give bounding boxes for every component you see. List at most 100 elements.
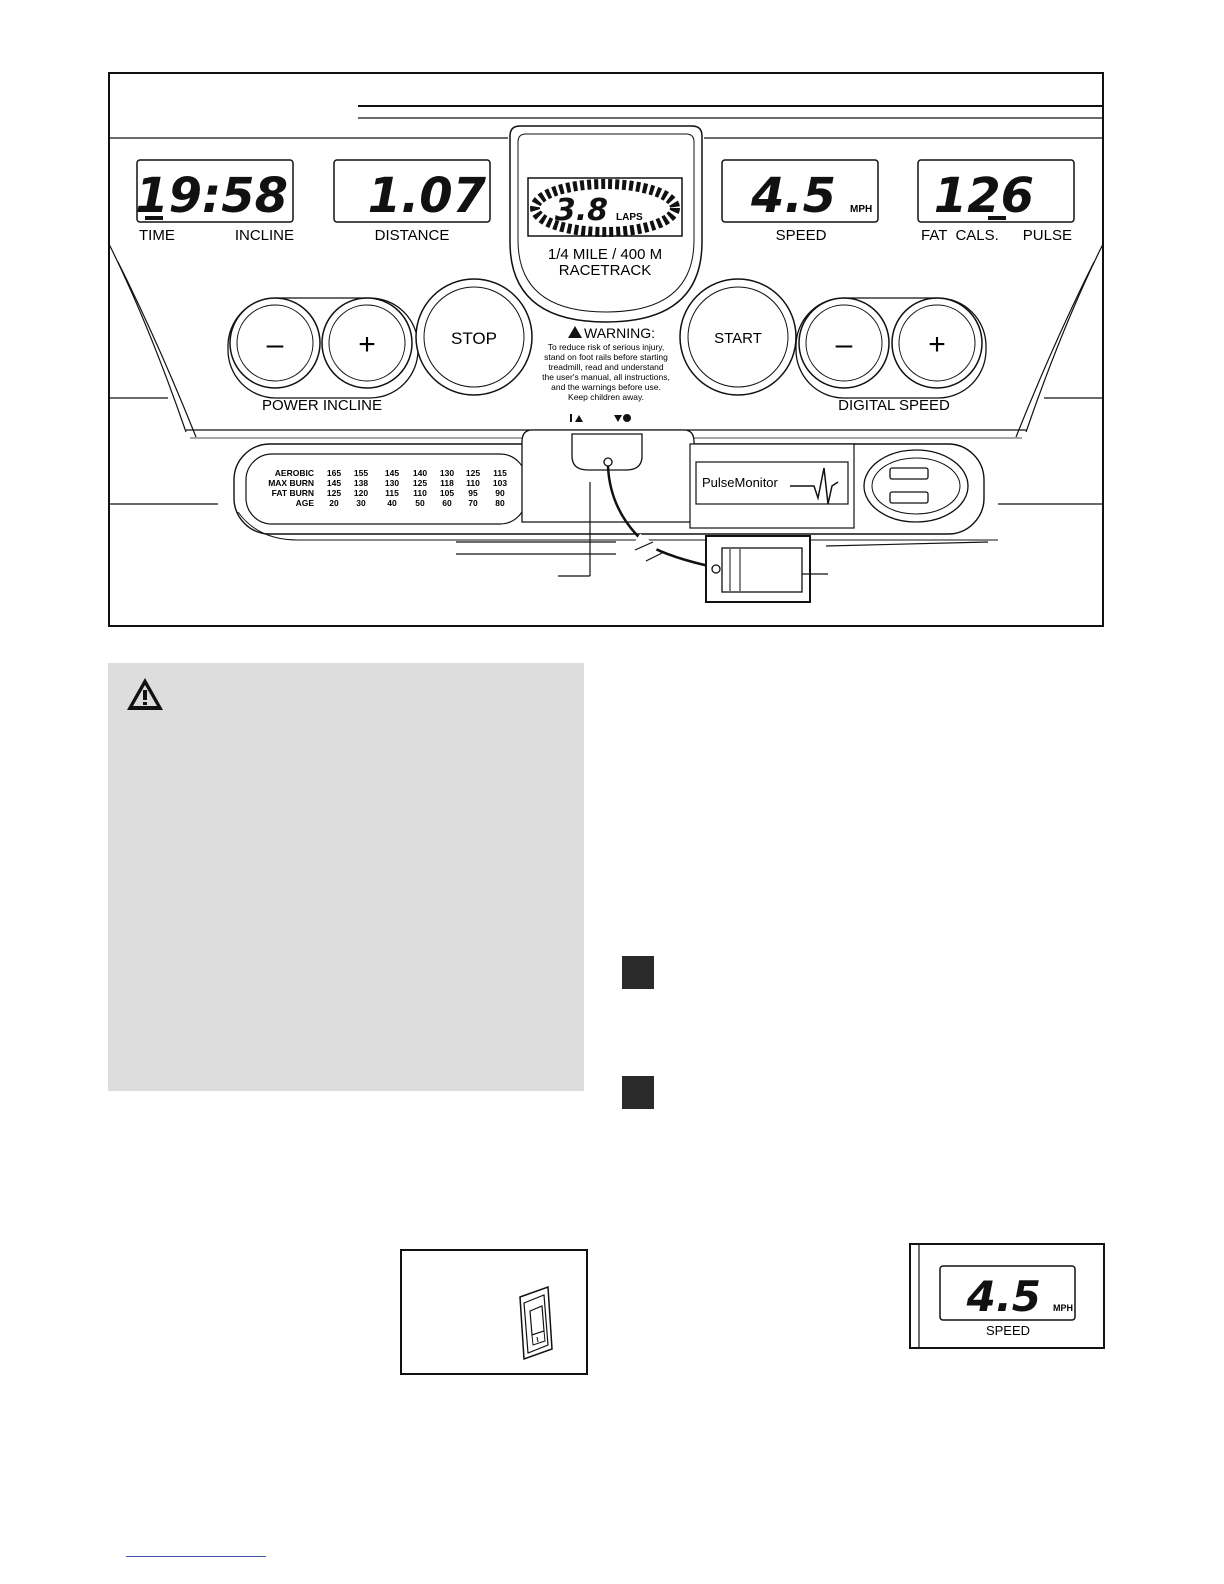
speed-unit: MPH (850, 204, 872, 215)
console-warning-title: WARNING: (584, 325, 655, 341)
speed-plus-glyph: + (928, 328, 946, 361)
speed-minus-glyph: – (836, 328, 853, 361)
hr-row-label-aerobic: AEROBIC (275, 468, 314, 478)
stop-button[interactable]: STOP (415, 278, 533, 396)
hr-cell: 50 (415, 498, 425, 508)
hr-cell: 115 (493, 468, 507, 478)
hr-cell: 40 (387, 498, 397, 508)
power-switch-figure (400, 1249, 588, 1375)
track-caption-line1: 1/4 MILE / 400 M (548, 246, 662, 263)
distance-display: 1.07 DISTANCE (333, 159, 491, 244)
hr-values-maxburn: 145 138 130 125 118 110 103 (327, 478, 507, 488)
incline-minus-glyph: – (267, 328, 284, 361)
incline-label: INCLINE (235, 227, 294, 244)
hr-cell: 115 (385, 488, 399, 498)
distance-label: DISTANCE (375, 227, 450, 244)
pulse-sensor[interactable] (863, 449, 969, 523)
hr-cell: 125 (466, 468, 480, 478)
hr-cell: 103 (493, 478, 507, 488)
step-number-marker (622, 1076, 654, 1109)
warning-triangle-icon (568, 326, 582, 338)
laps-value: 3.8 (555, 193, 608, 228)
incline-decrease-button[interactable]: – (229, 297, 321, 389)
fat-cals-label: FAT CALS. (921, 227, 999, 244)
key-clip (705, 535, 811, 603)
speed-label: SPEED (776, 227, 827, 244)
laps-unit: LAPS (616, 212, 643, 223)
power-switch-icon (519, 1285, 553, 1361)
hr-cell: 125 (327, 488, 341, 498)
hr-cell: 95 (468, 488, 478, 498)
fat-cals-pulse-display: 126 FAT CALS. PULSE (917, 159, 1075, 244)
speed-value: 4.5 (750, 168, 836, 224)
speed-button-group: – + DIGITAL SPEED (795, 297, 987, 414)
speed-inset-label: SPEED (986, 1323, 1030, 1338)
pulse-label: PULSE (1023, 227, 1072, 244)
hr-cell: 145 (385, 468, 399, 478)
heart-rate-chart: AEROBIC MAX BURN FAT BURN AGE 165 155 14… (268, 468, 507, 508)
start-button[interactable]: START (679, 278, 797, 396)
hr-values-aerobic: 165 155 145 140 130 125 115 (327, 468, 507, 478)
heartbeat-icon (790, 467, 839, 505)
console-figure: 19:58 TIME INCLINE 1.07 DISTANCE 4.5 MPH… (108, 72, 1104, 627)
hr-cell: 105 (440, 488, 454, 498)
time-incline-display: 19:58 TIME INCLINE (135, 159, 294, 244)
hr-cell: 20 (329, 498, 339, 508)
hr-row-label-age: AGE (296, 498, 315, 508)
hr-cell: 60 (442, 498, 452, 508)
speed-display: 4.5 MPH SPEED (721, 159, 879, 244)
hr-row-label-fatburn: FAT BURN (272, 488, 314, 498)
hr-cell: 80 (495, 498, 505, 508)
time-label: TIME (139, 227, 175, 244)
start-label: START (714, 330, 762, 347)
speed-decrease-button[interactable]: – (798, 297, 890, 389)
stop-label: STOP (451, 329, 497, 348)
hr-row-label-maxburn: MAX BURN (268, 478, 314, 488)
hr-values-age: 20 30 40 50 60 70 80 (329, 498, 505, 508)
key-receptacle-icons (570, 414, 631, 422)
hr-cell: 125 (413, 478, 427, 488)
hr-cell: 30 (356, 498, 366, 508)
hr-cell: 110 (413, 488, 427, 498)
hr-cell: 110 (466, 478, 480, 488)
warning-line-4: the user's manual, all instructions, (542, 372, 670, 382)
hr-cell: 138 (354, 478, 368, 488)
track-caption-line2: RACETRACK (559, 262, 652, 279)
hr-cell: 70 (468, 498, 478, 508)
racetrack-panel: 3.8 LAPS 1/4 MILE / 400 M RACETRACK (509, 125, 703, 323)
console-warning: WARNING: To reduce risk of serious injur… (542, 325, 670, 402)
digital-speed-label: DIGITAL SPEED (838, 397, 950, 414)
incline-increase-button[interactable]: + (321, 297, 413, 389)
power-incline-label: POWER INCLINE (262, 397, 382, 414)
time-value: 19:58 (135, 168, 288, 224)
track-icon (530, 179, 680, 237)
hr-cell: 118 (440, 478, 454, 488)
footer-rule (126, 1556, 266, 1557)
warning-line-3: treadmill, read and understand (548, 362, 664, 372)
warning-triangle-icon (127, 678, 163, 710)
hr-cell: 155 (354, 468, 368, 478)
hr-cell: 120 (354, 488, 368, 498)
step-number-marker (622, 956, 654, 989)
incline-button-group: – + POWER INCLINE (227, 297, 419, 414)
speed-increase-button[interactable]: + (891, 297, 983, 389)
hr-cell: 165 (327, 468, 341, 478)
pulse-monitor-panel: PulseMonitor (689, 443, 855, 529)
speed-inset-value: 4.5 (966, 1272, 1041, 1321)
incline-plus-glyph: + (358, 328, 376, 361)
hr-cell: 145 (327, 478, 341, 488)
warning-line-2: stand on foot rails before starting (544, 352, 668, 362)
warning-line-6: Keep children away. (568, 392, 644, 402)
fat-value: 126 (934, 168, 1034, 224)
hr-cell: 90 (495, 488, 505, 498)
warning-line-5: and the warnings before use. (551, 382, 661, 392)
hr-cell: 130 (385, 478, 399, 488)
warning-line-1: To reduce risk of serious injury, (548, 342, 665, 352)
speed-display-figure: 4.5 MPH SPEED (909, 1243, 1105, 1349)
distance-value: 1.07 (368, 168, 487, 224)
hr-values-fatburn: 125 120 115 110 105 95 90 (327, 488, 505, 498)
pulse-monitor-label: PulseMonitor (702, 475, 779, 490)
speed-inset-unit: MPH (1053, 1303, 1073, 1313)
hr-cell: 130 (440, 468, 454, 478)
hr-cell: 140 (413, 468, 427, 478)
